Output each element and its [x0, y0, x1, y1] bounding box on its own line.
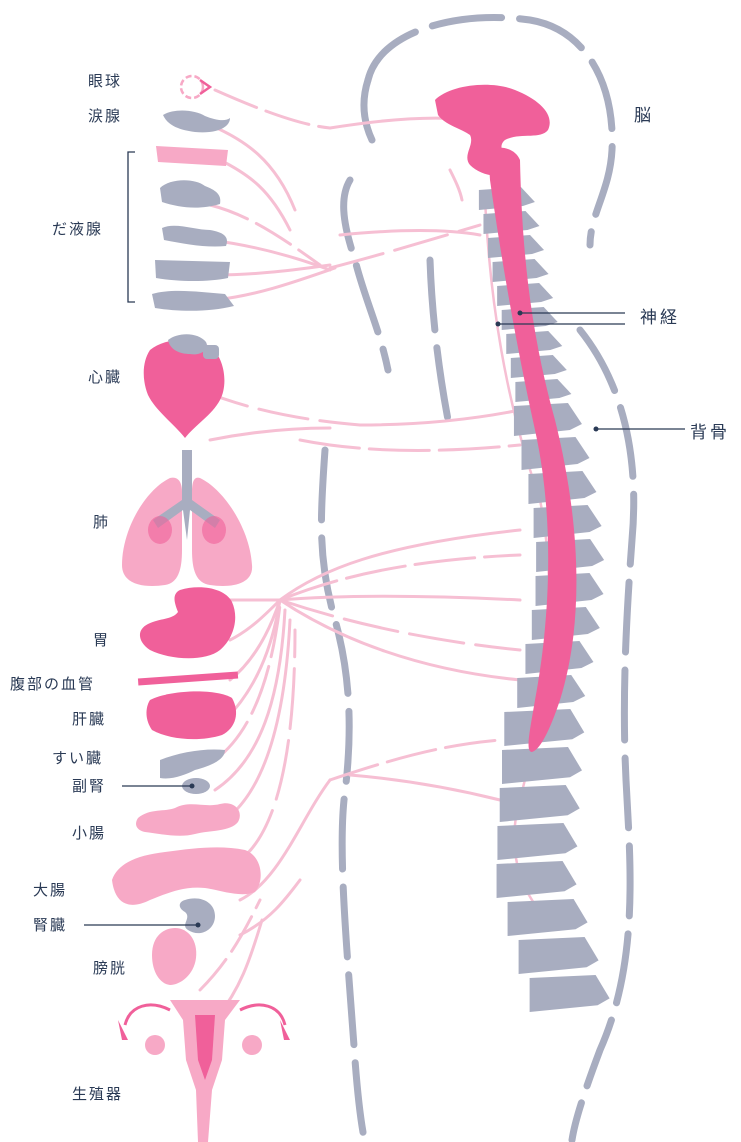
label-heart: 心臓: [88, 368, 122, 386]
salivary-bracket: [128, 152, 135, 302]
label-lacrimal-gland: 涙腺: [88, 107, 122, 125]
label-salivary-gland: だ液腺: [52, 220, 103, 238]
small-intestine-organ: [136, 803, 240, 836]
label-abdominal-vessels: 腹部の血管: [10, 675, 95, 693]
label-reproductive: 生殖器: [72, 1085, 123, 1103]
vertebra: [497, 823, 577, 860]
vertebra: [500, 785, 580, 822]
kidney-organ: [180, 898, 215, 933]
label-lung: 肺: [93, 513, 110, 531]
label-eyeball: 眼球: [88, 72, 122, 90]
label-large-intestine: 大腸: [33, 881, 67, 899]
vertebra: [497, 861, 577, 898]
label-adrenal: 副腎: [72, 777, 106, 795]
label-liver: 肝臓: [72, 710, 106, 728]
salivary-glands-organ: [152, 146, 234, 311]
label-small-intestine: 小腸: [72, 824, 106, 842]
label-pancreas: すい臓: [52, 749, 103, 767]
label-stomach: 胃: [93, 631, 110, 649]
lacrimal-gland-organ: [163, 111, 230, 133]
liver-organ: [146, 691, 236, 739]
vertebra: [508, 899, 588, 936]
large-intestine-organ: [112, 847, 261, 904]
pancreas-organ: [160, 749, 225, 778]
vertebra: [519, 937, 599, 974]
stomach-organ: [140, 587, 235, 658]
vertebra: [502, 747, 582, 784]
label-bladder: 膀胱: [93, 959, 127, 977]
vertebra: [530, 975, 610, 1012]
label-brain: 脳: [634, 107, 654, 125]
label-kidney: 腎臓: [33, 916, 67, 934]
label-nerve: 神経: [640, 309, 680, 327]
reproductive-organ: [118, 1000, 290, 1142]
label-spine: 背骨: [690, 424, 730, 442]
lungs-organ: [122, 450, 252, 586]
bladder-organ: [152, 928, 196, 985]
heart-organ: [144, 334, 225, 438]
eyeball-organ: [181, 76, 210, 98]
abdominal-vessels-organ: [138, 672, 238, 686]
